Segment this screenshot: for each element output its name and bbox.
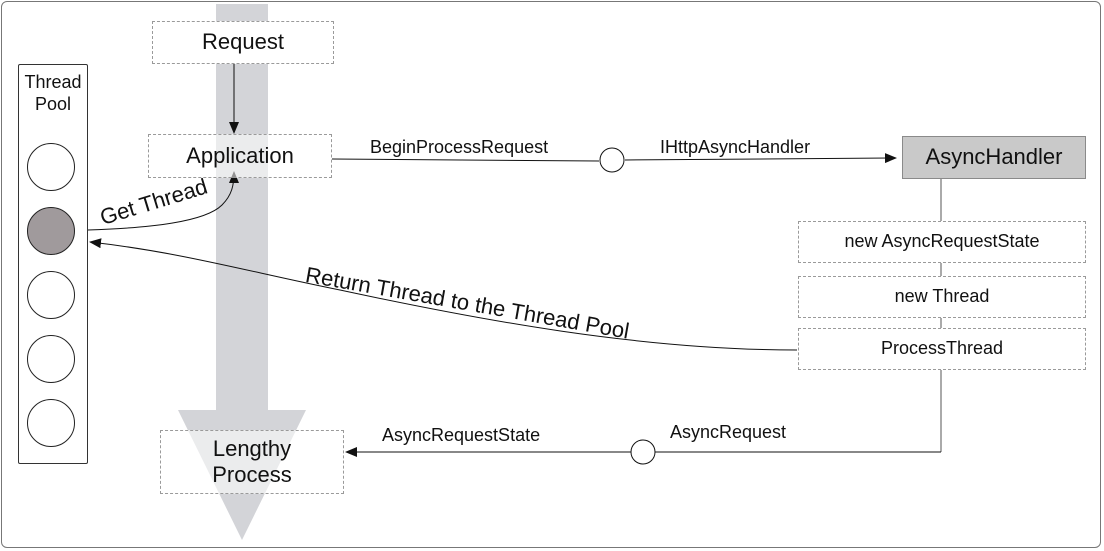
lengthy-process-box: Lengthy Process: [160, 430, 344, 494]
begin-process-request-line: [331, 158, 600, 162]
process-thread-label: ProcessThread: [880, 338, 1004, 359]
request-label: Request: [202, 29, 284, 55]
new-async-request-state-label: new AsyncRequestState: [844, 231, 1040, 252]
thread-slot: [27, 271, 75, 319]
async-request-interface: [630, 439, 656, 465]
process-thread-box: ProcessThread: [798, 328, 1086, 370]
ihttp-async-handler-interface: [599, 147, 625, 173]
lengthy-process-label-line1: Lengthy: [212, 435, 292, 461]
ihttp-async-handler-line: [624, 153, 897, 164]
thread-pool-title-line1: Thread: [24, 72, 82, 92]
lengthy-process-label-line2: Process: [212, 462, 292, 487]
thread-pool-title: Thread Pool: [19, 71, 87, 115]
thread-pool: Thread Pool: [18, 64, 88, 464]
async-request-label: AsyncRequest: [670, 422, 787, 442]
thread-slot-busy: [27, 207, 75, 255]
application-label: Application: [186, 142, 294, 168]
thread-slot: [27, 399, 75, 447]
application-box: Application: [148, 134, 332, 178]
begin-process-request-label: BeginProcessRequest: [370, 137, 549, 157]
thread-slot: [27, 143, 75, 191]
return-thread-curve: [89, 238, 798, 351]
request-box: Request: [152, 21, 334, 64]
new-thread-box: new Thread: [798, 276, 1086, 318]
async-request-state-label: AsyncRequestState: [382, 425, 541, 445]
thread-slot: [27, 335, 75, 383]
thread-pool-title-line2: Pool: [34, 94, 72, 114]
async-handler-box: AsyncHandler: [902, 136, 1086, 179]
new-async-request-state-box: new AsyncRequestState: [798, 221, 1086, 263]
async-handler-label: AsyncHandler: [925, 144, 1063, 170]
ihttp-async-handler-label: IHttpAsyncHandler: [660, 137, 811, 157]
new-thread-label: new Thread: [894, 286, 990, 307]
flow-arrow: [178, 4, 306, 540]
get-thread-curve: [87, 171, 239, 231]
